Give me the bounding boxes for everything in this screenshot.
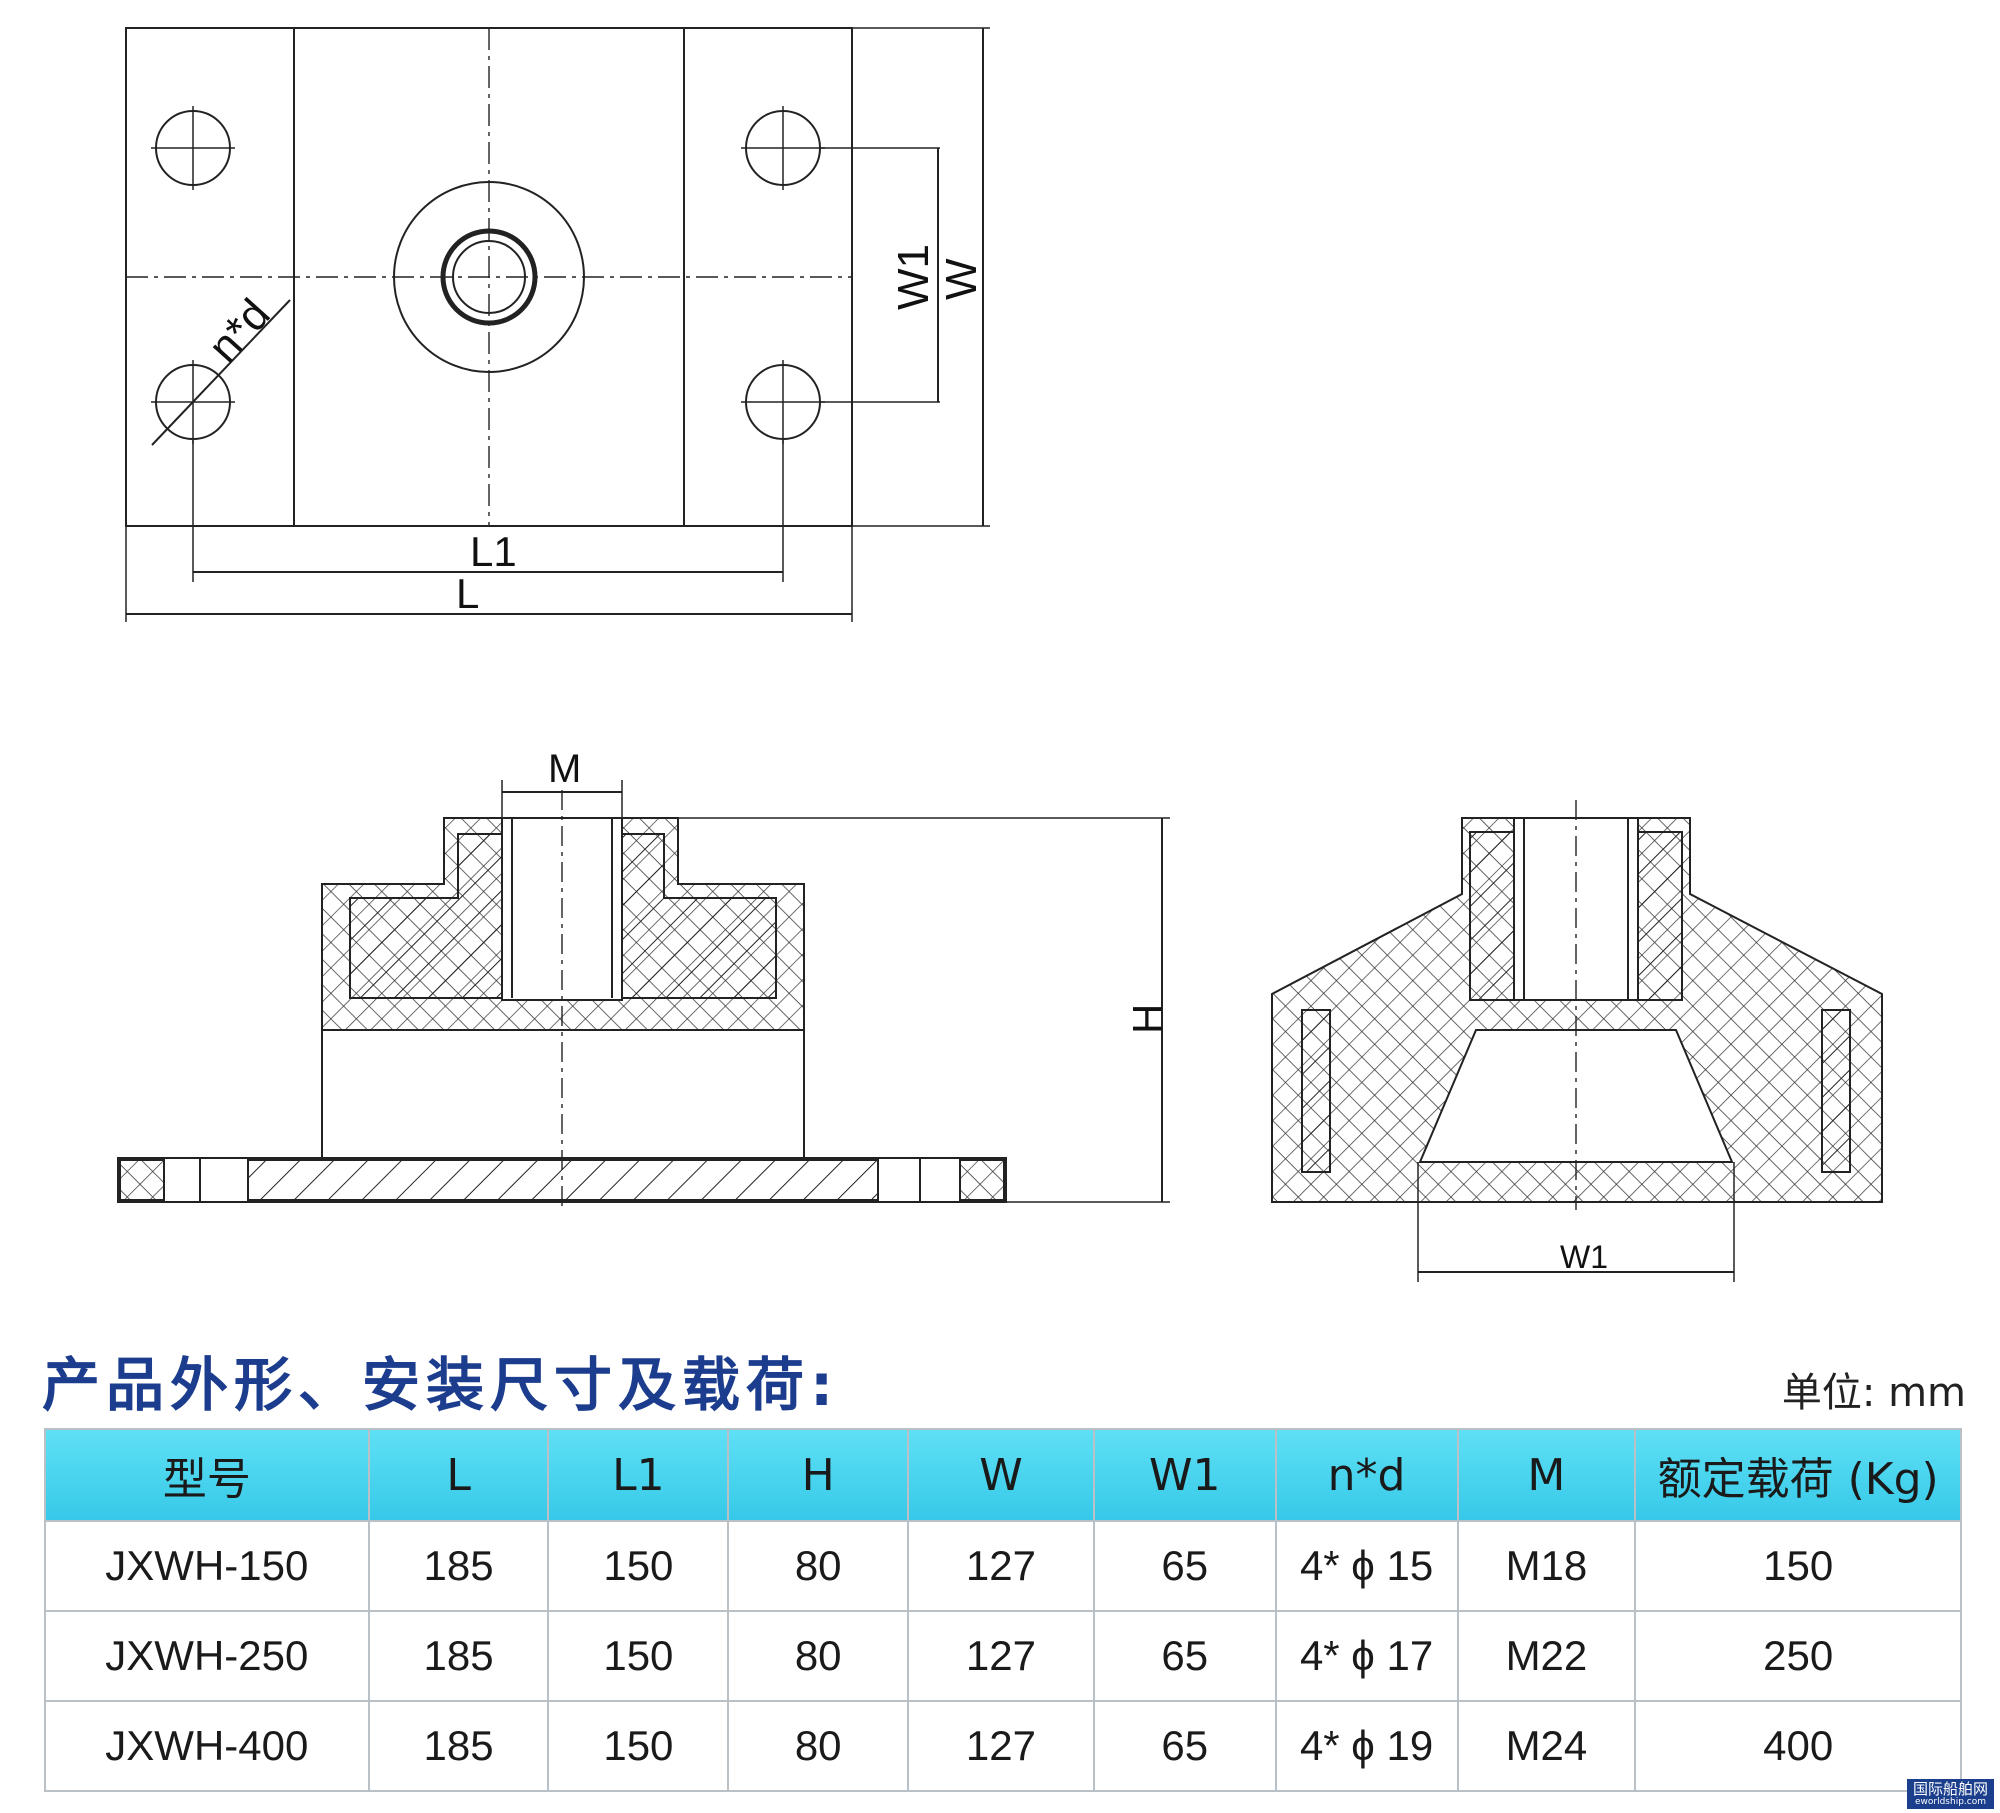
header-cell: 型号: [44, 1428, 370, 1522]
table-cell: 80: [727, 1700, 910, 1792]
table-cell: 80: [727, 1520, 910, 1612]
table-cell: 250: [1634, 1610, 1962, 1702]
front-section-view: [117, 780, 1170, 1210]
header-cell: n*d: [1274, 1428, 1459, 1522]
table-cell: 65: [1092, 1520, 1277, 1612]
header-cell: L: [367, 1428, 550, 1522]
label-w1-top: W1: [889, 244, 938, 310]
table-cell: JXWH-150: [44, 1520, 370, 1612]
table-cell: 65: [1092, 1700, 1277, 1792]
table-cell: 4* ϕ 15: [1274, 1520, 1459, 1612]
label-nd: n*d: [199, 290, 280, 372]
label-l1: L1: [470, 528, 517, 575]
mounting-hole: [151, 106, 235, 190]
table-cell: M22: [1456, 1610, 1637, 1702]
table-cell: 65: [1092, 1610, 1277, 1702]
table-cell: JXWH-400: [44, 1700, 370, 1792]
watermark-title: 国际船舶网: [1912, 1780, 1988, 1798]
label-l: L: [456, 570, 479, 617]
table-cell: 127: [907, 1700, 1095, 1792]
header-cell: 额定载荷 (Kg): [1634, 1428, 1962, 1522]
mounting-hole: [741, 106, 825, 190]
section-heading: 产品外形、安装尺寸及载荷:: [42, 1351, 840, 1419]
header-cell: H: [727, 1428, 910, 1522]
table-cell: M24: [1456, 1700, 1637, 1792]
table-cell: 4* ϕ 17: [1274, 1610, 1459, 1702]
table-header-row: 型号 L L1 H W W1 n*d M 额定载荷 (Kg): [44, 1428, 1962, 1522]
label-h: H: [1124, 1004, 1171, 1034]
side-section-view: [1271, 800, 1883, 1282]
table-cell: 400: [1634, 1700, 1962, 1792]
table-cell: 127: [907, 1520, 1095, 1612]
mounting-hole: [741, 360, 825, 444]
table-cell: 150: [1634, 1520, 1962, 1612]
table-cell: 4* ϕ 19: [1274, 1700, 1459, 1792]
header-cell: L1: [547, 1428, 730, 1522]
technical-drawing: n*d W1 W L1 L M H: [117, 27, 1883, 1282]
spec-table: 型号 L L1 H W W1 n*d M 额定载荷 (Kg) JXWH-150 …: [44, 1428, 1962, 1792]
unit-label: 单位: mm: [1781, 1370, 1966, 1416]
top-view: [125, 27, 990, 622]
table-cell: 150: [547, 1520, 730, 1612]
table-cell: M18: [1456, 1520, 1637, 1612]
table-cell: 185: [367, 1520, 550, 1612]
header-cell: M: [1456, 1428, 1637, 1522]
label-m: M: [548, 747, 581, 791]
table-cell: 150: [547, 1700, 730, 1792]
table-cell: JXWH-250: [44, 1610, 370, 1702]
table-cell: 80: [727, 1610, 910, 1702]
table-cell: 185: [367, 1700, 550, 1792]
label-w-top: W: [937, 258, 986, 300]
table-row: JXWH-250 185 150 80 127 65 4* ϕ 17 M22 2…: [44, 1610, 1962, 1702]
watermark-logo: 国际船舶网 eworldship.com: [1906, 1779, 1994, 1809]
label-w1-bottom: W1: [1560, 1239, 1608, 1275]
table-cell: 150: [547, 1610, 730, 1702]
table-cell: 127: [907, 1610, 1095, 1702]
table-row: JXWH-150 185 150 80 127 65 4* ϕ 15 M18 1…: [44, 1520, 1962, 1612]
watermark-url: eworldship.com: [1914, 1797, 1986, 1807]
header-cell: W1: [1092, 1428, 1277, 1522]
table-row: JXWH-400 185 150 80 127 65 4* ϕ 19 M24 4…: [44, 1700, 1962, 1792]
header-cell: W: [907, 1428, 1095, 1522]
table-cell: 185: [367, 1610, 550, 1702]
